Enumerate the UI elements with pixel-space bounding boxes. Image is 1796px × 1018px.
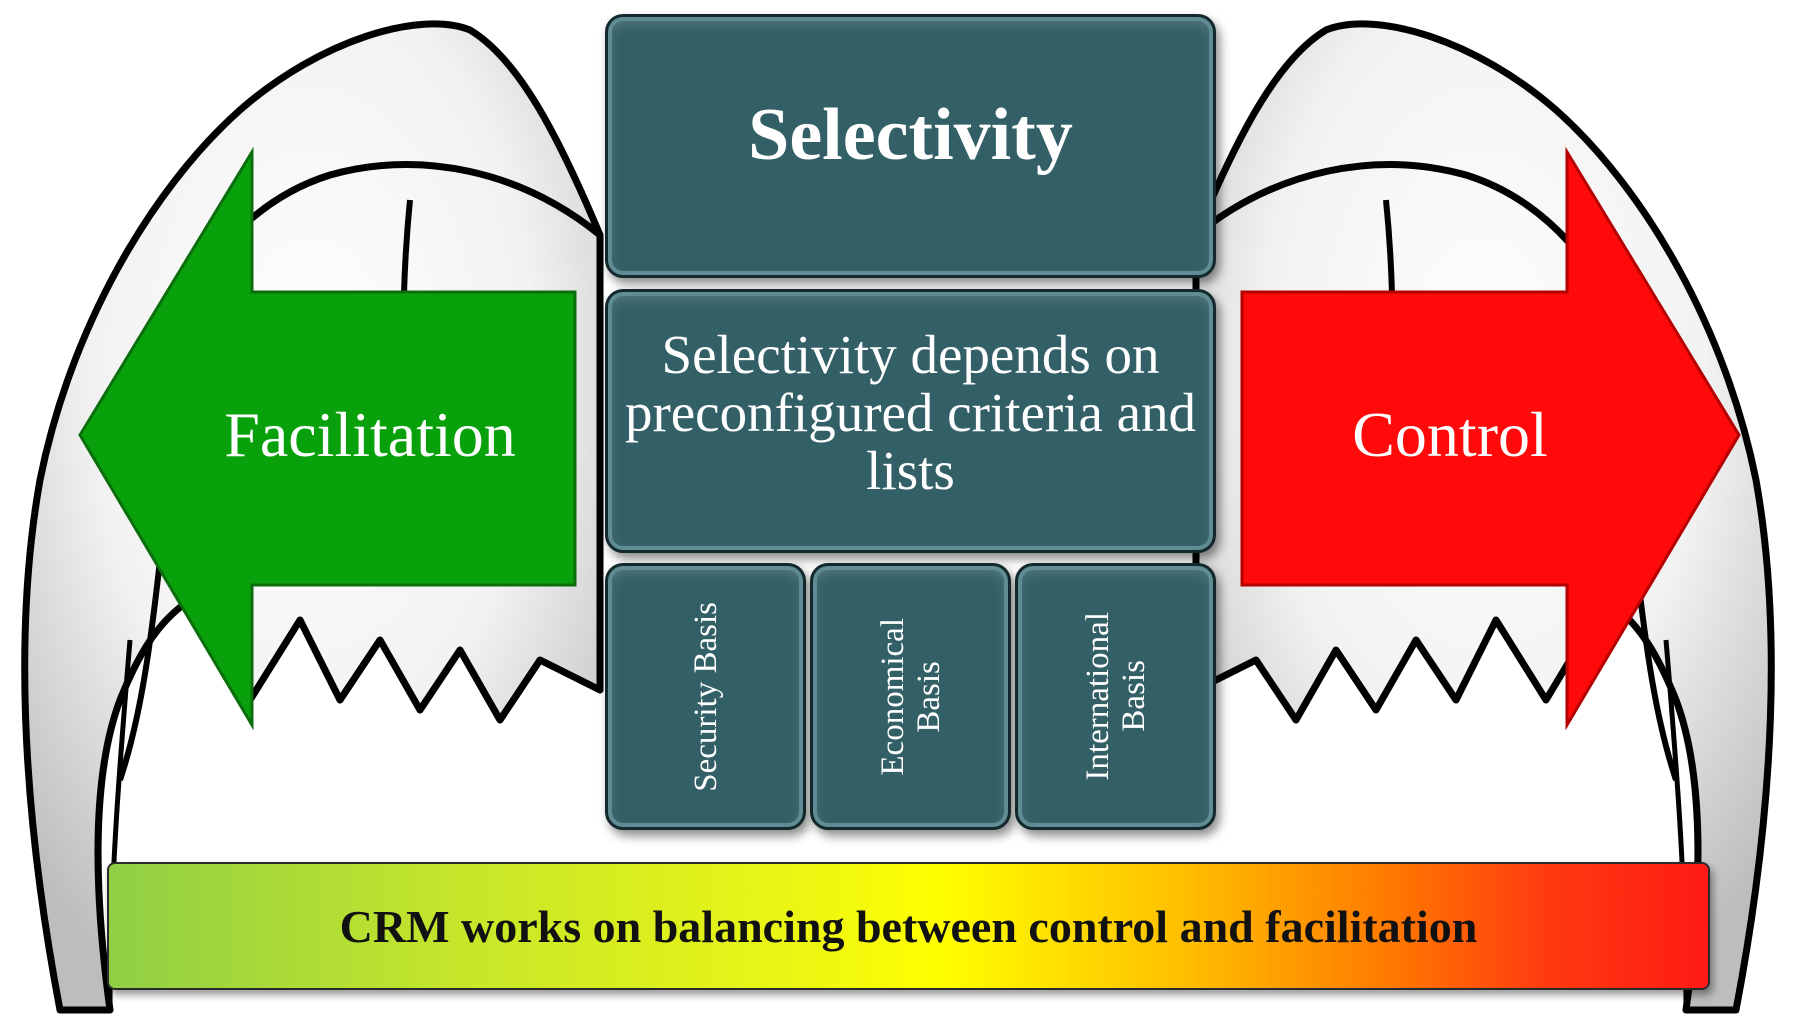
control-label: Control: [1352, 399, 1548, 470]
selectivity-description-box: Selectivity depends on preconfigured cri…: [605, 289, 1216, 553]
facilitation-label: Facilitation: [224, 399, 516, 470]
selectivity-title: Selectivity: [748, 93, 1073, 176]
economical-basis-box: Economical Basis: [810, 563, 1011, 830]
economical-basis-label: Economical Basis: [874, 617, 947, 776]
balance-banner-text: CRM works on balancing between control a…: [339, 900, 1478, 952]
international-basis-label: International Basis: [1079, 612, 1152, 781]
selectivity-description: Selectivity depends on preconfigured cri…: [624, 324, 1197, 501]
balance-banner: CRM works on balancing between control a…: [107, 862, 1710, 990]
security-basis-box: Security Basis: [605, 563, 806, 830]
security-basis-label: Security Basis: [687, 601, 724, 792]
selectivity-title-box: Selectivity: [605, 14, 1216, 278]
international-basis-box: International Basis: [1015, 563, 1216, 830]
left-arrow-shape: [78, 146, 577, 731]
right-arrow-shape: [1240, 146, 1741, 731]
